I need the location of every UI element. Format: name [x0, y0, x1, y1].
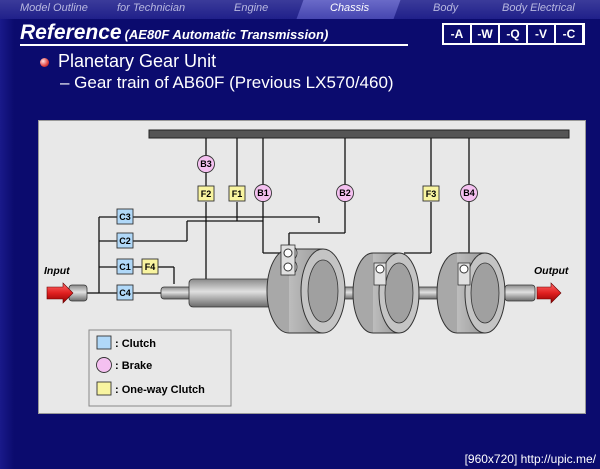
- view-button-q[interactable]: -Q: [500, 25, 526, 43]
- nav-model-outline[interactable]: Model Outline: [20, 2, 88, 14]
- title-underline: [20, 44, 408, 46]
- owc-f1-label: F1: [232, 189, 243, 199]
- legend-clutch-label: : Clutch: [115, 338, 156, 350]
- output-arrow: [536, 282, 562, 304]
- owc-f3-label: F3: [426, 189, 437, 199]
- clutch-c4-box: [116, 284, 134, 301]
- brake-b1-label: B1: [257, 188, 269, 198]
- title-main: Reference: [20, 21, 122, 44]
- legend-clutch-swatch: [96, 335, 112, 350]
- title-subtitle: (AE80F Automatic Transmission): [124, 27, 329, 42]
- brake-b4-circle: [460, 184, 478, 202]
- clutch-c3-label: C3: [119, 212, 131, 222]
- brake-b2-circle: [336, 184, 354, 202]
- planetary-set-3: [436, 252, 506, 334]
- bullet-text: Planetary Gear Unit: [58, 51, 217, 71]
- clutch-c4-label: C4: [119, 288, 131, 298]
- page-title: Reference(AE80F Automatic Transmission): [20, 21, 328, 45]
- input-label: Input: [44, 265, 70, 277]
- legend-brake-label: : Brake: [115, 360, 152, 372]
- owc-f3-box: [422, 185, 440, 202]
- connection-lines: [84, 138, 470, 294]
- bullet-icon: [40, 58, 49, 67]
- nav-body[interactable]: Body: [433, 2, 459, 14]
- clutch-c1-box: [116, 258, 134, 275]
- view-button-c[interactable]: -C: [556, 25, 582, 43]
- brake-b3-circle: [197, 155, 215, 173]
- clutch-c3-box: [116, 208, 134, 225]
- nav-for-technician[interactable]: for Technician: [117, 2, 186, 14]
- owc-f1-box: [228, 185, 246, 202]
- footer-watermark: [960x720] http://upic.me/: [464, 452, 596, 466]
- planetary-set-1: [266, 244, 346, 334]
- brake-b1-circle: [254, 184, 272, 202]
- nav-engine[interactable]: Engine: [234, 2, 269, 14]
- transmission-case: [148, 129, 570, 139]
- owc-f4-label: F4: [145, 262, 156, 272]
- view-button-group: -A -W -Q -V -C: [442, 23, 585, 45]
- view-button-v[interactable]: -V: [528, 25, 554, 43]
- gear-train-diagram: Input Output C3 C2 C1 C4 F4 F2 F1: [38, 120, 586, 414]
- gear-train-svg: Input Output C3 C2 C1 C4 F4 F2 F1: [44, 129, 570, 407]
- brake-b3-label: B3: [200, 159, 212, 169]
- output-label: Output: [534, 265, 569, 277]
- brake-b2-label: B2: [339, 188, 351, 198]
- clutch-c1-label: C1: [119, 262, 131, 272]
- legend-owc-swatch: [96, 381, 112, 396]
- output-shaft: [504, 284, 536, 302]
- owc-f2-label: F2: [201, 189, 212, 199]
- planetary-set-2: [352, 252, 420, 334]
- clutch-c2-label: C2: [119, 236, 131, 246]
- top-navigation: Model Outline for Technician Engine Chas…: [0, 0, 600, 19]
- owc-f2-box: [197, 185, 215, 202]
- input-arrow: [46, 282, 74, 304]
- nav-chassis[interactable]: Chassis: [330, 2, 370, 14]
- view-button-w[interactable]: -W: [472, 25, 498, 43]
- legend: : Clutch : Brake : One-way Clutch: [88, 329, 232, 407]
- clutch-c2-box: [116, 232, 134, 249]
- legend-owc-label: : One-way Clutch: [115, 384, 205, 396]
- nav-body-electrical[interactable]: Body Electrical: [502, 2, 575, 14]
- view-button-a[interactable]: -A: [444, 25, 470, 43]
- legend-brake-swatch: [96, 357, 112, 373]
- brake-b4-label: B4: [463, 188, 475, 198]
- sub-bullet-text: – Gear train of AB60F (Previous LX570/46…: [60, 73, 394, 92]
- owc-f4-box: [141, 258, 159, 275]
